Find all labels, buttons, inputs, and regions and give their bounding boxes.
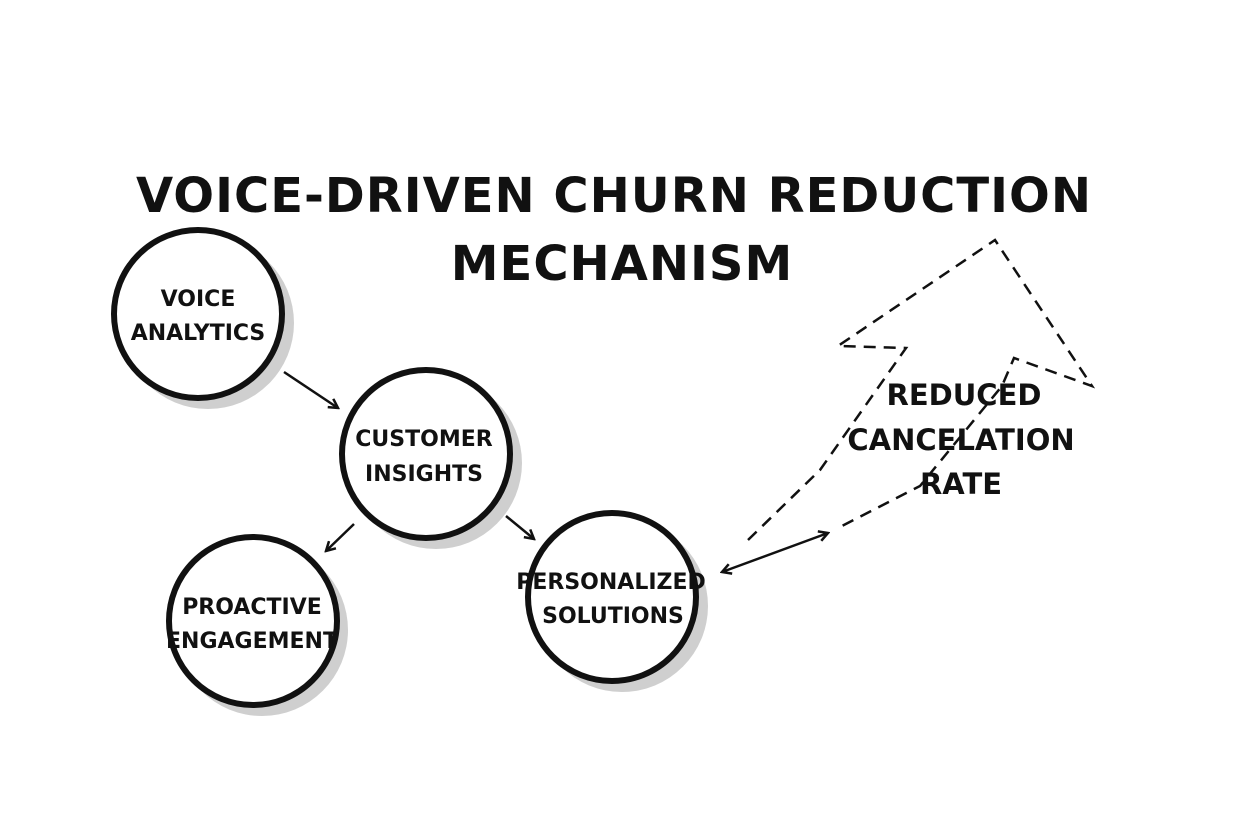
- arrow-solutions-to-outcome: [722, 533, 828, 572]
- node-voice-analytics: VOICE ANALYTICS: [111, 227, 294, 409]
- node-customer-insights: CUSTOMER INSIGHTS: [339, 367, 522, 549]
- node-label-line2: ENGAGEMENT: [166, 629, 338, 654]
- node-label-line1: VOICE: [161, 287, 236, 312]
- arrow-analytics-to-insights: [283, 370, 338, 408]
- node-personalized-solutions: PERSONALIZED SOLUTIONS: [516, 510, 708, 692]
- node-label-line2: INSIGHTS: [365, 462, 483, 487]
- node-label-line1: CUSTOMER: [355, 427, 492, 452]
- node-label-line2: SOLUTIONS: [542, 604, 684, 629]
- diagram-title-line1: VOICE-DRIVEN CHURN REDUCTION: [136, 168, 1092, 224]
- node-label-line1: PERSONALIZED: [516, 570, 706, 595]
- dashed-upward-arrow: [747, 238, 1096, 541]
- node-circle: [111, 227, 285, 401]
- node-circle: [339, 367, 513, 541]
- node-label-line2: ANALYTICS: [131, 321, 266, 346]
- outcome-label-line2: CANCELATION: [847, 423, 1074, 457]
- outcome-label-line3: RATE: [920, 467, 1002, 501]
- node-label-line1: PROACTIVE: [182, 595, 322, 620]
- arrow-insights-to-solutions: [505, 515, 534, 539]
- node-proactive-engagement: PROACTIVE ENGAGEMENT: [166, 534, 348, 716]
- node-circle: [166, 534, 340, 708]
- diagram-title-line2: MECHANISM: [451, 236, 793, 292]
- node-circle: [525, 510, 699, 684]
- outcome-label-line1: REDUCED: [887, 378, 1042, 412]
- arrow-insights-to-engagement: [326, 523, 355, 551]
